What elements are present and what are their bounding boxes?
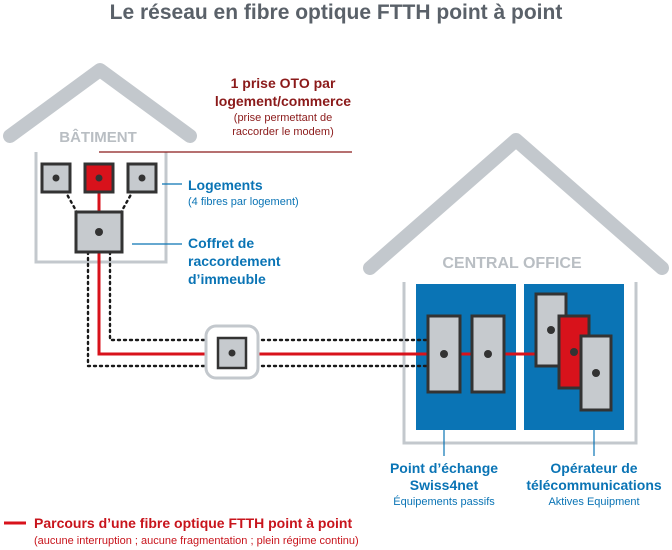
central-office-house [363,133,669,445]
oto-sub-line-2-text: raccorder le modem [232,126,330,138]
operator-title-1: Opérateur de [550,460,637,476]
coffret-line-1: Coffret de [188,235,254,251]
exchange-device-left [426,314,462,394]
fibre-inner-bundle [108,250,446,342]
exchange-title-1: Point d’échange [390,460,498,476]
fibre-outer-bundle [86,250,446,368]
oto-sub-line-2-close: ) [330,126,334,138]
oto-title-line-1: 1 prise OTO par [231,75,336,91]
exchange-sub: Équipements passifs [393,495,495,508]
oto-socket-main [83,162,115,194]
coffret-line-3: d’immeuble [188,271,266,287]
central-office-roof [363,133,669,275]
building-connection-box [74,210,124,254]
page-title: Le réseau en fibre optique FTTH point à … [110,1,563,24]
building-walls [34,152,168,264]
oto-socket-left [40,162,72,194]
legend-sub: (aucune interruption ; aucune fragmentat… [34,535,359,547]
building-label: BÂTIMENT [59,128,137,146]
oto-sub-line-2: raccorder le modem) [232,126,334,138]
oto-sub-line-1: (prise permettant de [234,112,332,124]
building-house [3,63,197,264]
coffret-line-2: raccordement [188,253,281,269]
central-office-label: CENTRAL OFFICE [442,255,582,272]
operator-sub: Aktives Equipment [548,496,639,508]
exchange-device-right [470,314,506,394]
central-office-walls [402,282,638,445]
logements-sub: (4 fibres par logement) [188,196,299,208]
oto-socket-right [126,162,158,194]
legend-title: Parcours d’une fibre optique FTTH point … [34,515,352,531]
operator-device-front [579,334,613,412]
operator-title-2: télécommunications [526,477,662,493]
oto-title-line-2: logement/commerce [215,93,351,109]
logements-title: Logements [188,177,263,193]
building-roof [3,63,197,143]
exchange-title-2: Swiss4net [410,477,479,493]
splice-box [204,324,260,380]
